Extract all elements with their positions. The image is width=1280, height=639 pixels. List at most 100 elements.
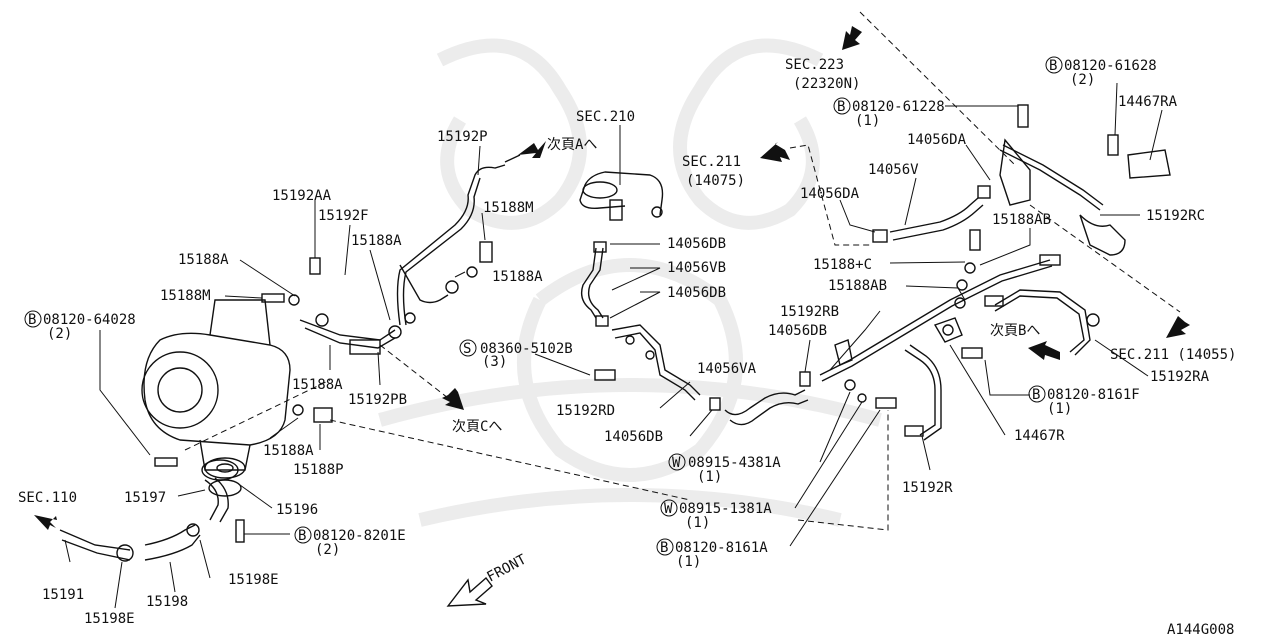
pipe-15192rc: [999, 138, 1126, 256]
label-08120-61228-qty: (1): [855, 113, 880, 129]
label-15192ra: 15192RA: [1150, 369, 1210, 385]
label-15197: 15197: [124, 490, 166, 506]
label-08120-8161f-qty: (1): [1047, 401, 1072, 417]
label-15191: 15191: [42, 587, 84, 603]
label-15192f: 15192F: [318, 208, 369, 224]
label-14467ra: 14467RA: [1118, 94, 1178, 110]
label-14056da-top: 14056DA: [907, 132, 967, 148]
pipe-15192r: [904, 344, 942, 441]
circle-mark-b: B: [298, 528, 306, 544]
circle-mark-b: B: [660, 540, 668, 556]
callout-s-08360-5102b: S 08360-5102B (3): [459, 339, 573, 370]
arrow-sec211-top: [760, 142, 790, 162]
circle-mark-b: B: [1049, 58, 1057, 74]
label-next-page-a: 次頁Aへ: [547, 137, 597, 153]
label-14056db-4: 14056DB: [604, 429, 663, 445]
callout-b-08120-61628: B 08120-61628 (2): [1045, 56, 1157, 88]
label-14467r: 14467R: [1014, 428, 1065, 444]
label-15188m-left: 15188M: [160, 288, 211, 304]
arrow-to-page-c: [442, 388, 464, 410]
label-08915-4381a-qty: (1): [697, 469, 722, 485]
turbocharger: [141, 299, 291, 471]
callout-b-08120-8201e: B 08120-8201E (2): [294, 526, 406, 558]
label-08120-8161a: 08120-8161A: [675, 540, 768, 556]
label-15192p: 15192P: [437, 129, 488, 145]
label-08120-64028: 08120-64028: [43, 312, 136, 328]
label-next-page-b: 次頁Bへ: [990, 323, 1040, 339]
hose-14056va: [709, 371, 811, 426]
label-15196: 15196: [276, 502, 318, 518]
label-15192pb: 15192PB: [348, 392, 407, 408]
return-pipe-15192rb: [819, 254, 1061, 382]
front-arrow: [446, 576, 493, 607]
label-08120-8161f: 08120-8161F: [1047, 387, 1140, 403]
label-15198e-bottom: 15198E: [84, 611, 135, 627]
label-15188a-3: 15188A: [492, 269, 543, 285]
label-15188a-5: 15188A: [263, 443, 314, 459]
label-08915-1381a-qty: (1): [685, 515, 710, 531]
arrow-to-page-b: [1028, 341, 1060, 360]
label-08120-64028-qty: (2): [47, 326, 72, 342]
label-15198e-right: 15198E: [228, 572, 279, 588]
label-15188ab-top: 15188AB: [992, 212, 1051, 228]
label-next-page-c: 次頁Cへ: [452, 419, 502, 435]
label-14056da-mid: 14056DA: [800, 186, 860, 202]
label-sec210: SEC.210: [576, 109, 635, 125]
water-hoses-center: [580, 241, 701, 401]
arrows: [34, 26, 1190, 607]
label-08360-5102b-qty: (3): [482, 354, 507, 370]
callout-w-08915-4381a: W 08915-4381A (1): [668, 453, 781, 485]
label-08120-61228: 08120-61228: [852, 99, 945, 115]
arrow-sec223: [842, 26, 862, 50]
circle-mark-b: B: [1032, 387, 1040, 403]
label-14056va: 14056VA: [697, 361, 757, 377]
circle-mark-b: B: [837, 99, 845, 115]
pipe-15192ra: [994, 289, 1100, 356]
label-sec211-right: SEC.211 (14055): [1110, 347, 1236, 363]
label-15192rc: 15192RC: [1146, 208, 1205, 224]
label-08915-1381a: 08915-1381A: [679, 501, 772, 517]
label-15192aa: 15192AA: [272, 188, 332, 204]
label-sec223-sub: (22320N): [793, 76, 860, 92]
label-15188a-2: 15188A: [178, 252, 229, 268]
label-15188a-4: 15188A: [292, 377, 343, 393]
arrow-sec211-right: [1166, 316, 1190, 338]
circle-mark-b: B: [28, 312, 36, 328]
label-08120-61628-qty: (2): [1070, 72, 1095, 88]
label-15188p: 15188P: [293, 462, 344, 478]
label-08120-61628: 08120-61628: [1064, 58, 1157, 74]
feed-block-15192pb: [299, 313, 402, 355]
label-15192rb: 15192RB: [780, 304, 839, 320]
label-08120-8161a-qty: (1): [676, 554, 701, 570]
callout-w-08915-1381a: W 08915-1381A (1): [660, 499, 772, 531]
part-labels: 15192P 次頁Aへ SEC.210 SEC.223 (22320N) B 0…: [18, 56, 1236, 638]
label-sec110: SEC.110: [18, 490, 77, 506]
label-08915-4381a: 08915-4381A: [688, 455, 781, 471]
circle-mark-w: W: [664, 501, 673, 517]
leader-lines: [64, 82, 1163, 609]
banjo-14467r: [933, 297, 966, 343]
label-15188ab-mid: 15188AB: [828, 278, 887, 294]
label-sec211-top-sub: (14075): [686, 173, 745, 189]
label-sec223: SEC.223: [785, 57, 844, 73]
label-08120-8201e: 08120-8201E: [313, 528, 406, 544]
callout-b-08120-61228: B 08120-61228 (1): [833, 97, 945, 129]
diagram-code: A144G008: [1167, 622, 1234, 638]
label-15188m-top: 15188M: [483, 200, 534, 216]
gasket-15196: [204, 457, 246, 479]
arrow-sec110: [34, 515, 57, 530]
dashed-reference-lines: [184, 11, 1181, 531]
label-14056db-2: 14056DB: [667, 285, 726, 301]
callout-b-08120-64028: B 08120-64028 (2): [24, 310, 136, 342]
label-sec211-top: SEC.211: [682, 154, 741, 170]
circle-mark-w: W: [672, 455, 681, 471]
oil-feed-pipe-15192p: [396, 164, 506, 326]
label-15192r: 15192R: [902, 480, 953, 496]
label-14056vb: 14056VB: [667, 260, 726, 276]
label-15188a-1: 15188A: [351, 233, 402, 249]
arrow-to-page-a: [504, 141, 546, 163]
sec210-pipe: [579, 171, 664, 221]
label-08120-8201e-qty: (2): [315, 542, 340, 558]
label-08360-5102b: 08360-5102B: [480, 341, 573, 357]
